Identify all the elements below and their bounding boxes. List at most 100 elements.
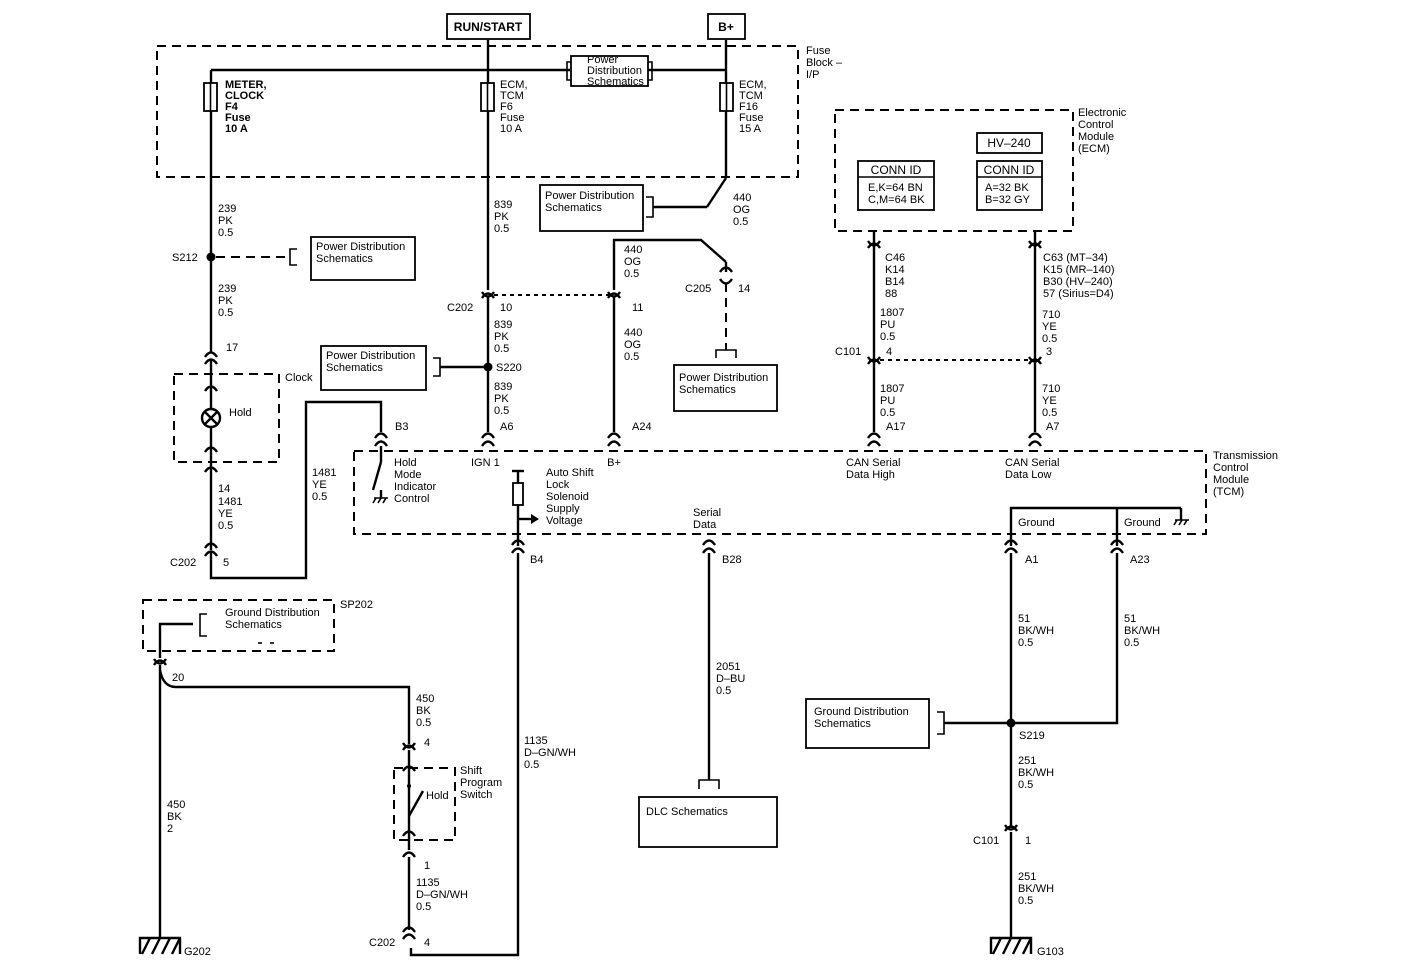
conn-5-label: 5	[223, 557, 229, 569]
pin-b4-top	[511, 539, 525, 546]
c205-pd-bracket	[715, 349, 737, 358]
conn-20-label: 20	[172, 672, 184, 684]
pin-b28-top	[702, 539, 716, 546]
conn-14-top	[204, 466, 218, 473]
hv240-box	[976, 132, 1043, 154]
fb-pd-ref-box	[570, 55, 649, 87]
pin-a23-bottom	[1110, 547, 1124, 554]
conn-id-left-box	[857, 160, 935, 211]
conn-c101-4-top	[867, 358, 881, 365]
conn-10-label: 10	[500, 302, 512, 314]
conn-17-label: 17	[226, 342, 238, 354]
clock-pin-bottom	[204, 446, 218, 453]
sp202-wire	[158, 622, 193, 658]
conn-c205-label: C205	[685, 283, 711, 295]
pin-a24-label: A24	[632, 421, 652, 433]
hold-lamp-label: Hold	[229, 407, 252, 419]
conn-4b-top	[402, 744, 416, 751]
ground-g103-icon	[989, 936, 1033, 955]
dlc-ref-text: DLC Schematics	[646, 806, 728, 818]
s212-pd-ref-box	[310, 236, 416, 281]
pin-a17-bottom	[867, 440, 881, 447]
conn-id-right-header: CONN ID	[984, 163, 1035, 177]
conn-c202-10-top	[481, 292, 495, 299]
pin-a6-top	[481, 432, 495, 439]
wire-450-to-switch	[158, 669, 411, 744]
conn-3-label: 3	[1046, 346, 1052, 358]
splice-s219-label: S219	[1019, 730, 1045, 742]
fuse-block-outline	[156, 45, 799, 178]
conn-id-right-row2: B=32 GY	[985, 194, 1031, 206]
conn-c202-11-bottom	[607, 291, 621, 298]
ground-g202-icon	[138, 936, 182, 955]
conn-c46-bottom	[867, 240, 881, 247]
conn-c205-bottom	[719, 278, 733, 285]
conn-17-top	[204, 351, 218, 358]
tcm-ground-icon	[1173, 519, 1189, 526]
wire-51-a23	[1011, 553, 1119, 725]
conn-c202-10-bottom	[481, 291, 495, 298]
s220-pd-bracket	[433, 357, 441, 377]
ground1-label: Ground	[1018, 517, 1055, 529]
pin-a17-label: A17	[886, 421, 906, 433]
conn-20-top	[153, 659, 167, 666]
hv240-label: HV–240	[987, 136, 1031, 150]
run-start-label: RUN/START	[454, 20, 523, 34]
pin-a17-top	[867, 432, 881, 439]
pin-a7-label: A7	[1046, 421, 1059, 433]
wire-440-branch	[705, 177, 728, 208]
conn-c101-1-bottom	[1004, 824, 1018, 831]
pin-b3-bottom	[374, 440, 388, 447]
s220-pd-ref-box	[320, 345, 427, 391]
conn-c101-label-a: C101	[835, 346, 861, 358]
clock-pin-top	[204, 385, 218, 392]
wire-440-to-c205	[612, 238, 727, 290]
pin-a1-bottom	[1004, 547, 1018, 554]
conn-c46-top	[867, 242, 881, 249]
sp202-gd-bracket	[199, 613, 207, 637]
wire-1135	[409, 553, 520, 957]
pin-b3-top	[374, 432, 388, 439]
tcm-ground-bus	[1009, 506, 1181, 546]
splice-s212-label: S212	[172, 252, 198, 264]
conn-17-bottom	[204, 358, 218, 365]
shift-switch-pin-top	[402, 765, 416, 772]
hold-ground-icon	[372, 497, 388, 504]
conn-20-bottom	[153, 658, 167, 665]
conn-4-label: 4	[886, 346, 892, 358]
clock-outline	[173, 373, 280, 463]
b440-pd-ref-box	[539, 184, 644, 232]
conn-id-left-row2: C,M=64 BK	[868, 194, 925, 206]
pin-b28-label: B28	[722, 554, 742, 566]
conn-c101-3-bottom	[1028, 356, 1042, 363]
ground-g103-label: G103	[1037, 946, 1064, 958]
pin-a24-top	[607, 432, 621, 439]
pin-b28-bottom	[702, 547, 716, 554]
splice-s212	[206, 252, 216, 262]
